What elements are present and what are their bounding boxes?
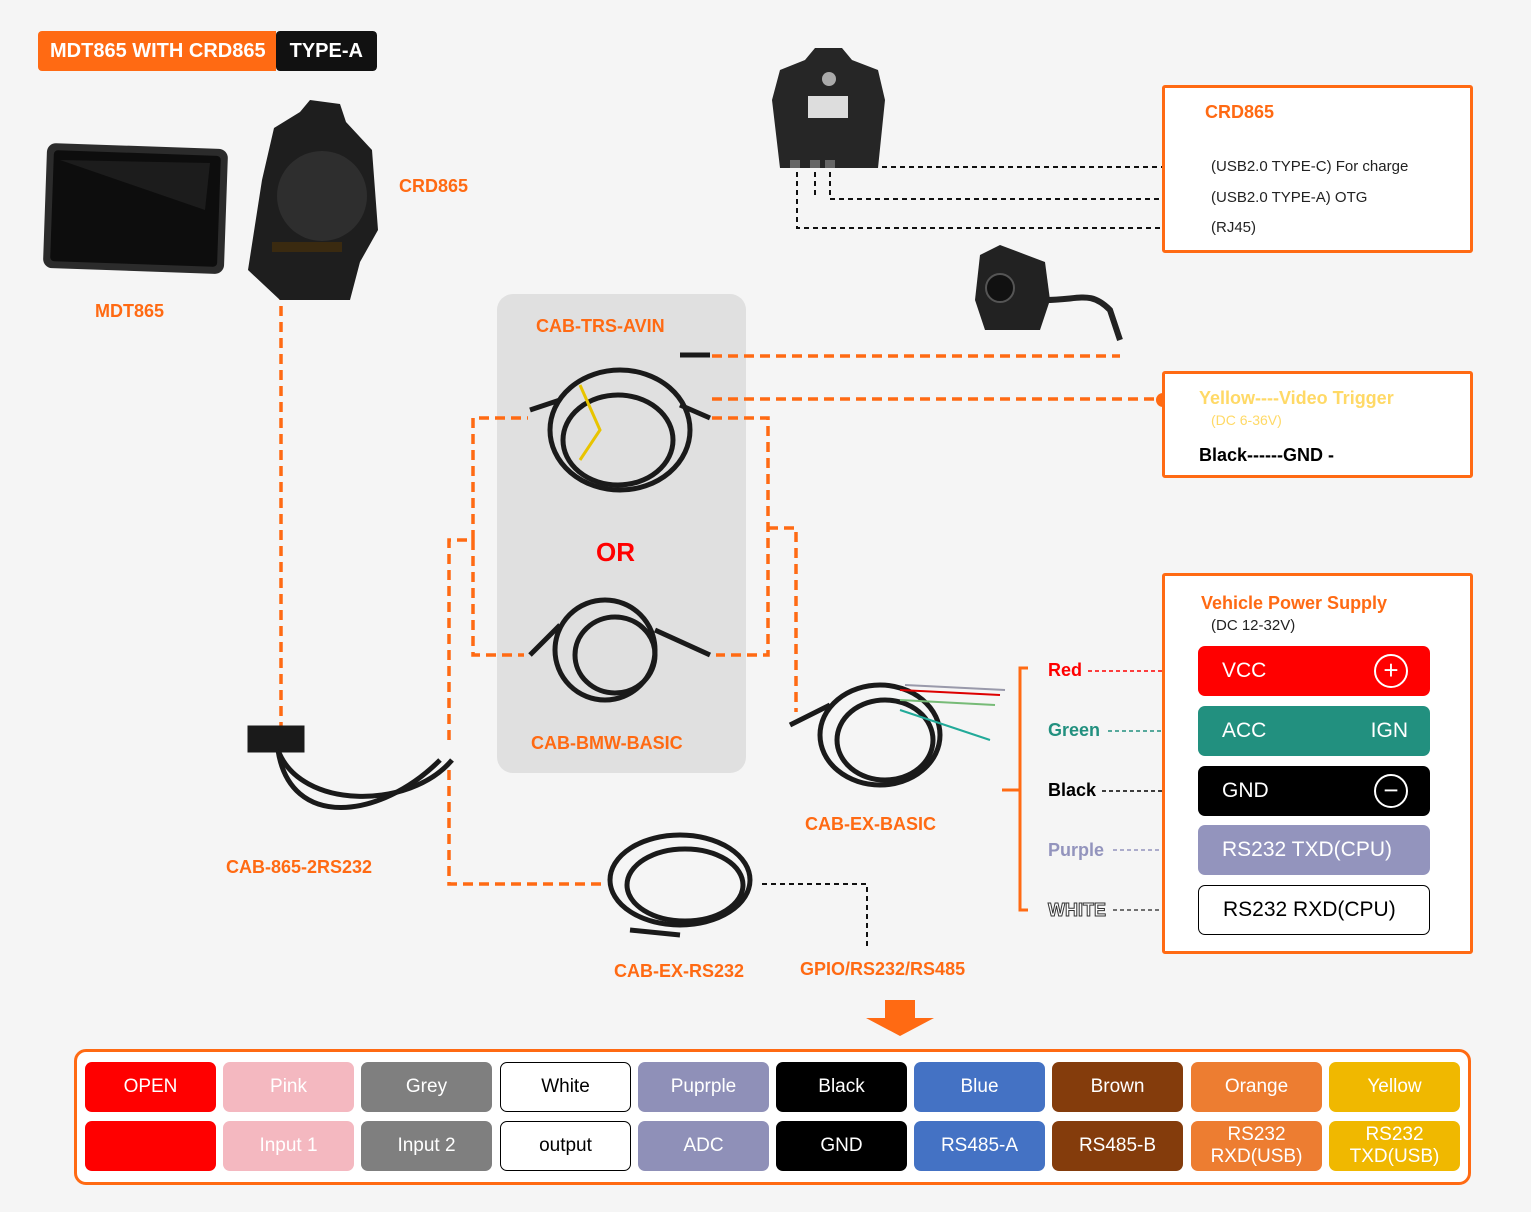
title-banner: MDT865 WITH CRD865 TYPE-A <box>38 31 377 71</box>
power-box-title: Vehicle Power Supply <box>1201 593 1388 613</box>
yellow-trigger-label: Yellow----Video Trigger <box>1199 388 1394 408</box>
power-row-gnd: GND − <box>1198 766 1430 816</box>
bmw-cable-label: CAB-BMW-BASIC <box>531 733 683 753</box>
port-rj45: (RJ45) <box>1211 219 1257 236</box>
plus-icon: + <box>1374 654 1408 688</box>
avin-cable-label: CAB-TRS-AVIN <box>536 316 665 336</box>
legend-color-0: OPEN <box>85 1062 216 1112</box>
adapter-cable-image <box>247 725 454 810</box>
legend-color-2: Grey <box>361 1062 492 1112</box>
acc-label: ACC <box>1222 719 1267 742</box>
legend-function-1: Input 1 <box>223 1121 354 1171</box>
legend-color-9: Yellow <box>1329 1062 1460 1112</box>
type-badge: TYPE-A <box>275 31 377 71</box>
vcc-label: VCC <box>1222 659 1267 682</box>
tablet-image <box>43 143 228 274</box>
ex-basic-cable-image <box>788 682 1006 788</box>
legend-color-8: Orange <box>1191 1062 1322 1112</box>
dock-rear-image <box>772 48 885 168</box>
wire-label-red: Red <box>1048 660 1083 680</box>
cradle-image <box>248 100 378 300</box>
legend-function-0 <box>85 1121 216 1171</box>
legend-color-5: Black <box>776 1062 907 1112</box>
power-row-rs232-rxd: RS232 RXD(CPU) <box>1198 885 1430 935</box>
bmw-cable-image <box>528 597 712 703</box>
avin-cable-image <box>529 352 711 493</box>
rs232-txd-label: RS232 TXD(CPU) <box>1222 838 1392 861</box>
crd865-port-box: CRD865 (USB2.0 TYPE-C) For charge (USB2.… <box>1162 85 1473 253</box>
gnd-label: GND <box>1222 779 1269 802</box>
tablet-label: MDT865 <box>95 301 165 321</box>
power-row-rs232-txd: RS232 TXD(CPU) <box>1198 825 1430 875</box>
diagram-title: MDT865 WITH CRD865 <box>38 31 276 71</box>
down-arrow-icon <box>866 1000 934 1036</box>
wire-label-white: WHITE <box>1048 900 1107 921</box>
power-row-acc: ACC IGN <box>1198 706 1430 756</box>
legend-color-6: Blue <box>914 1062 1045 1112</box>
legend-color-1: Pink <box>223 1062 354 1112</box>
trigger-voltage-range: (DC 6-36V) <box>1211 412 1282 428</box>
legend-function-6: RS485-A <box>914 1121 1045 1171</box>
legend-function-8: RS232 RXD(USB) <box>1191 1121 1322 1171</box>
cradle-label: CRD865 <box>399 176 469 196</box>
ign-label: IGN <box>1370 719 1408 742</box>
gpio-label: GPIO/RS232/RS485 <box>800 959 966 979</box>
legend-function-3: output <box>500 1121 631 1171</box>
black-gnd-label: Black------GND - <box>1199 445 1334 465</box>
legend-color-4: Puprple <box>638 1062 769 1112</box>
wire-label-green: Green <box>1048 720 1101 740</box>
legend-color-3: White <box>500 1062 631 1112</box>
crd865-box-title: CRD865 <box>1205 102 1275 122</box>
port-type-a: (USB2.0 TYPE-A) OTG <box>1211 189 1368 206</box>
legend-function-5: GND <box>776 1121 907 1171</box>
minus-icon: − <box>1374 774 1408 808</box>
video-trigger-box: Yellow----Video Trigger (DC 6-36V) Black… <box>1162 371 1473 478</box>
adapter-cable-label: CAB-865-2RS232 <box>226 857 373 877</box>
legend-function-9: RS232 TXD(USB) <box>1329 1121 1460 1171</box>
ex-rs232-cable-image <box>607 832 753 938</box>
ex-basic-cable-label: CAB-EX-BASIC <box>805 814 937 834</box>
wire-label-black: Black <box>1048 780 1097 800</box>
or-label: OR <box>596 537 635 567</box>
legend-function-4: ADC <box>638 1121 769 1171</box>
ex-rs232-cable-label: CAB-EX-RS232 <box>614 961 745 981</box>
port-type-c: (USB2.0 TYPE-C) For charge <box>1211 158 1409 175</box>
legend-color-7: Brown <box>1052 1062 1183 1112</box>
wire-label-purple: Purple <box>1048 840 1105 860</box>
power-voltage-range: (DC 12-32V) <box>1211 617 1296 634</box>
rs232-rxd-label: RS232 RXD(CPU) <box>1223 898 1396 921</box>
camera-image <box>975 245 1123 341</box>
power-row-vcc: VCC + <box>1198 646 1430 696</box>
legend-function-2: Input 2 <box>361 1121 492 1171</box>
legend-function-7: RS485-B <box>1052 1121 1183 1171</box>
